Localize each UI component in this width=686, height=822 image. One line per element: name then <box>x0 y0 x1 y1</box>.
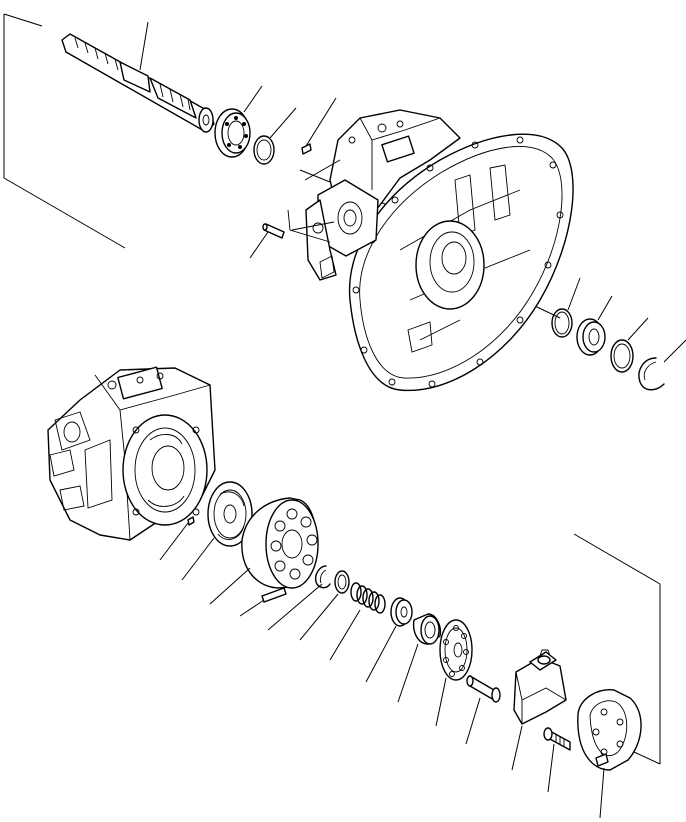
rear-bearing <box>576 295 613 356</box>
shaft-bearing <box>214 85 263 158</box>
shoe-pin <box>465 675 501 745</box>
lower-pump-body <box>47 366 216 541</box>
lower-frame-lines <box>573 533 661 765</box>
spring-collar <box>365 597 413 683</box>
cylinder-block <box>209 497 319 605</box>
swash-plate <box>511 649 567 771</box>
center-spring <box>329 582 386 661</box>
housing-pin <box>301 97 337 155</box>
drive-shaft <box>61 21 215 133</box>
valve-plate <box>181 481 253 581</box>
center-washer <box>299 570 350 641</box>
cylinder-pin <box>239 587 287 617</box>
cover-bolt <box>543 727 571 793</box>
shaft-snap-ring <box>253 107 297 165</box>
retainer-plate <box>435 619 473 727</box>
rear-snap-ring <box>551 277 581 338</box>
spherical-bushing <box>397 613 442 703</box>
rear-retaining-ring <box>638 339 686 391</box>
pump-housing-flange <box>304 109 574 392</box>
center-snap-ring <box>267 565 331 631</box>
rear-cover <box>577 689 642 819</box>
rear-spacer-ring <box>610 317 649 373</box>
valve-plate-pin <box>159 516 195 561</box>
dowel-pin <box>249 209 335 259</box>
